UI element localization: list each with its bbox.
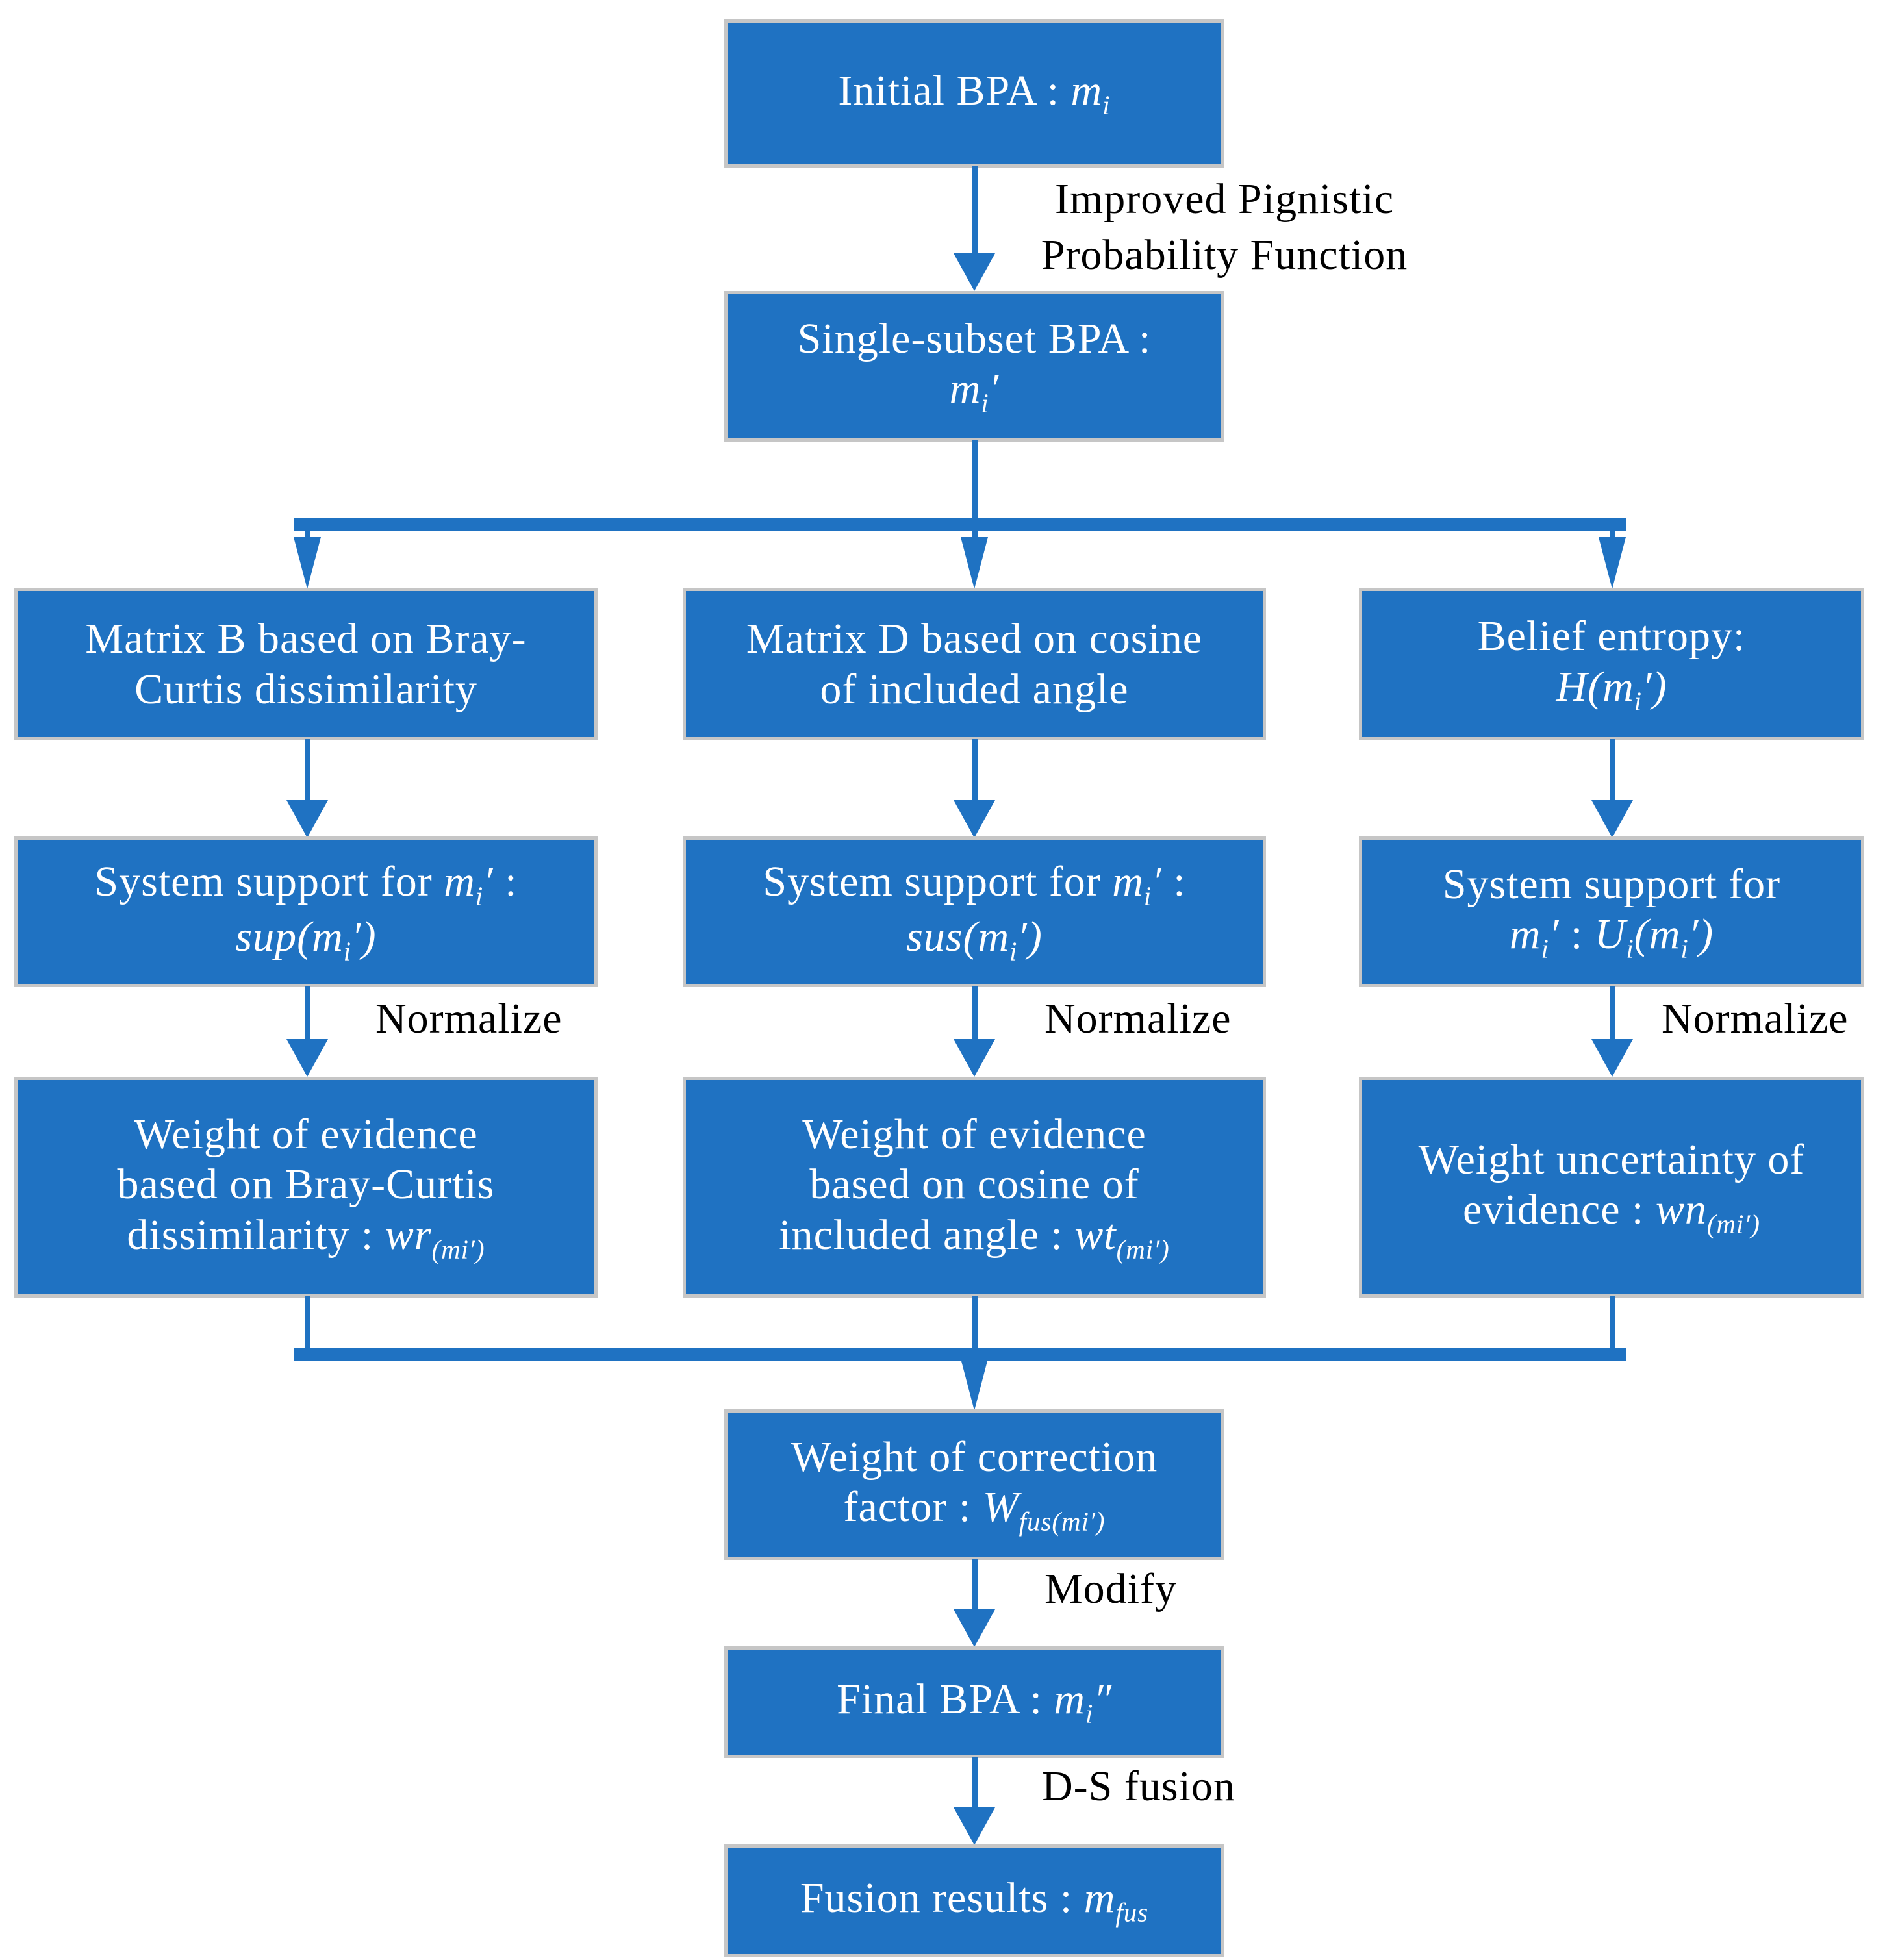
arrowhead-correction-to-final (954, 1609, 995, 1647)
arrowhead-sup-to-weight (286, 1039, 328, 1077)
arrowhead-matrixb-to-sup (286, 800, 328, 838)
merge-stem-middle (972, 1296, 978, 1361)
node-support-sup: System support for mi′ :sup(mi′) (14, 836, 598, 987)
node-support-sus: System support for mi′ :sus(mi′) (683, 836, 1266, 987)
arrowhead-initial-to-single (954, 253, 995, 291)
arrow-stem-final-to-fusion (972, 1757, 978, 1809)
arrow-stem-matrixb-to-sup (305, 739, 310, 801)
arrow-stem-sus-to-weight (972, 986, 978, 1040)
arrowhead-entropy-to-ui (1591, 800, 1633, 838)
merge-stem-right (1610, 1296, 1615, 1350)
merge-bar (294, 1348, 1626, 1361)
arrowhead-merge-to-correction (961, 1359, 988, 1411)
arrow-stem-entropy-to-ui (1610, 739, 1615, 801)
label-normalize-middle: Normalize (1044, 995, 1232, 1042)
arrowhead-ui-to-weight (1591, 1039, 1633, 1077)
arrow-stem-sup-to-weight (305, 986, 310, 1040)
label-normalize-right: Normalize (1662, 995, 1849, 1042)
node-final-bpa: Final BPA : mi″ (724, 1646, 1224, 1758)
arrow-stem-ui-to-weight (1610, 986, 1615, 1040)
arrowhead-matrixd-to-sus (954, 800, 995, 838)
arrow-stem-matrixd-to-sus (972, 739, 978, 801)
node-belief-entropy: Belief entropy:H(mi′) (1359, 588, 1864, 740)
merge-stem-left (305, 1296, 310, 1350)
node-single-subset-bpa: Single-subset BPA :mi′ (724, 291, 1224, 442)
arrow-stem-branch-right (1610, 530, 1615, 539)
arrow-stem-branch-left (305, 530, 310, 539)
branch-bar (294, 518, 1626, 531)
arrow-stem-initial-to-single (972, 166, 978, 255)
node-matrix-b: Matrix B based on Bray-Curtis dissimilar… (14, 588, 598, 740)
arrow-stem-single-to-branch (972, 440, 978, 520)
label-normalize-left: Normalize (375, 995, 563, 1042)
arrow-stem-branch-middle (972, 530, 978, 539)
arrowhead-branch-middle (961, 537, 988, 589)
arrowhead-final-to-fusion (954, 1807, 995, 1845)
arrow-stem-correction-to-final (972, 1559, 978, 1611)
node-fusion-results: Fusion results : mfus (724, 1844, 1224, 1957)
label-modify: Modify (1044, 1565, 1177, 1613)
node-initial-bpa: Initial BPA : mi (724, 19, 1224, 168)
arrowhead-branch-right (1599, 537, 1626, 589)
label-ds-fusion: D-S fusion (1042, 1763, 1235, 1810)
arrowhead-branch-left (294, 537, 321, 589)
arrowhead-sus-to-weight (954, 1039, 995, 1077)
